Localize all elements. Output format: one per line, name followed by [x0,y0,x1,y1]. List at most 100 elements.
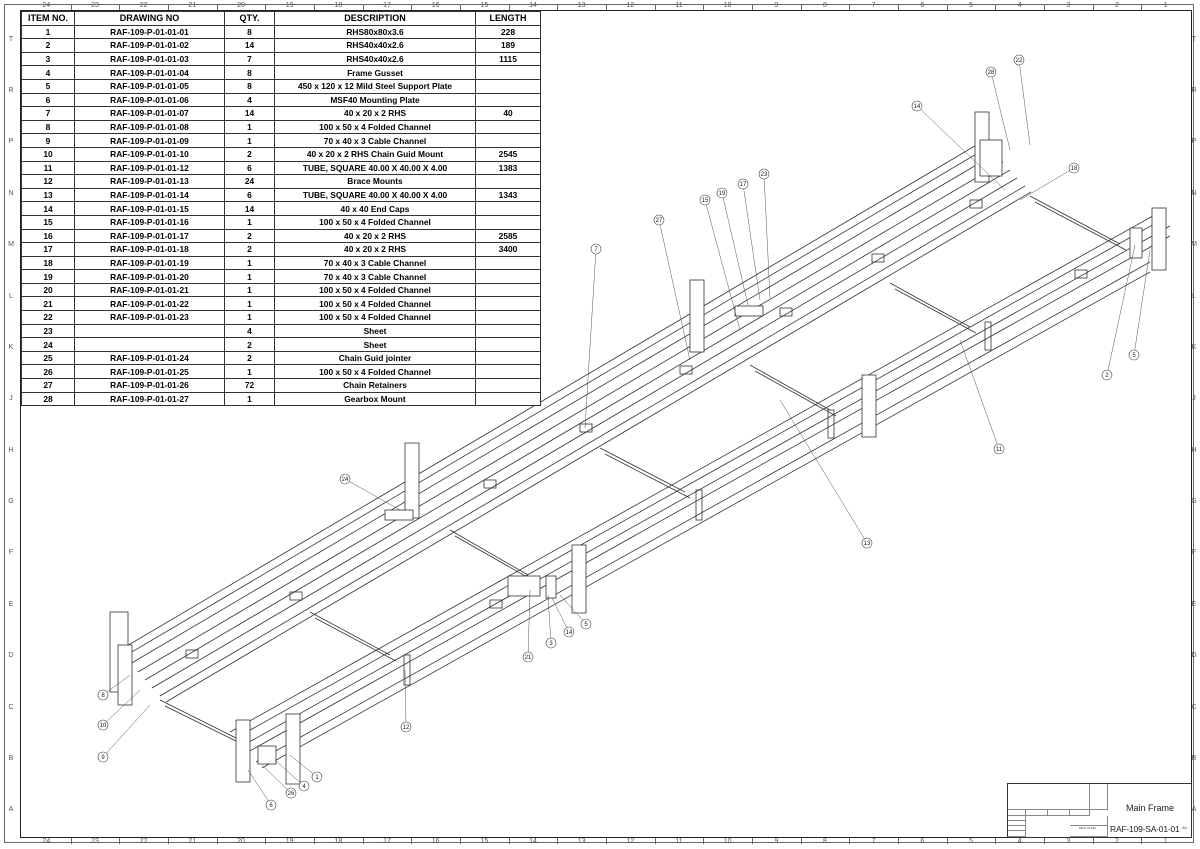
bom-cell-item: 3 [21,51,75,67]
support-plate-back-3 [689,279,705,353]
zone-tick [703,4,705,10]
balloon-circle [716,187,728,199]
zone-column-label: 13 [577,2,586,9]
zone-tick [314,4,315,10]
balloon-circle [590,243,602,255]
zone-row-label: J [9,395,13,403]
balloon-leader [1019,167,1075,201]
support-plate-front-4 [1151,207,1167,271]
bom-cell-description: RHS40x40x2.6 [274,38,476,53]
zone-column-label: 19 [285,838,294,845]
item-balloon: 8 [97,674,131,701]
bom-cell-drawing: RAF-109-P-01-01-12 [74,160,225,176]
back-rail-lower-edge [144,169,1011,681]
bom-cell-qty: 2 [224,337,275,352]
zone-tick [168,838,169,844]
bom-cell-description: Sheet [274,323,476,339]
brace-mount-5 [679,365,693,375]
balloon-label: 9 [101,755,105,761]
bom-cell-qty: 1 [224,310,275,325]
balloon-leader [551,597,570,633]
zone-column-label: 5 [969,2,973,9]
zone-tick [70,838,72,844]
item-balloon: 18 [1019,162,1080,201]
zone-column-label: 24 [42,838,51,845]
zone-column-label: 16 [431,2,440,9]
balloon-circle [97,719,109,731]
zone-tick [606,838,607,844]
balloon-leader [959,339,1000,450]
zone-column-label: 7 [871,838,876,845]
bom-cell-length: 1343 [475,187,541,203]
zone-tick [265,4,267,10]
item-balloon: 9 [97,704,151,763]
brace-mount-8 [969,199,983,209]
zone-column-label: 21 [188,838,197,845]
bom-cell-length: 2585 [475,228,541,244]
balloon-label: 8 [101,693,105,699]
cross-member-7b [1034,201,1127,251]
bom-cell-length [475,391,541,407]
bom-cell-length: 40 [475,106,541,121]
bom-header-qty: QTY. [224,11,275,26]
zone-column-label: 23 [91,838,99,845]
balloon-circle [653,214,665,226]
item-balloons: 2822141819172315277251113245143211281091… [97,54,1151,811]
zone-column-label: 15 [480,2,489,9]
balloon-leader [247,769,272,806]
bom-cell-item: 16 [21,228,75,244]
bom-cell-drawing: RAF-109-P-01-01-02 [74,38,225,53]
zone-row-label: K [8,343,14,351]
bom-cell-length: 1115 [475,51,541,67]
zone-column-label: 7 [871,2,876,9]
back-rail-bottom-edge [159,185,1026,697]
balloon-circle [911,100,923,112]
front-rail-top-edge [229,211,1161,733]
balloon-label: 17 [740,182,747,188]
bom-cell-item: 9 [21,133,75,148]
bom-cell-drawing: RAF-109-P-01-01-24 [74,350,225,366]
balloon-label: 5 [584,622,588,628]
bom-cell-length [475,214,541,230]
bom-cell-description: 40 x 20 x 2 RHS [274,228,476,244]
zone-tick [508,838,510,844]
balloon-circle [298,780,310,792]
bom-cell-description: 40 x 20 x 2 RHS [274,242,476,257]
bom-cell-qty: 1 [224,364,275,380]
balloon-leader [102,704,151,758]
bom-cell-item: 18 [21,255,75,271]
zone-column-label: 5 [969,838,973,845]
zone-tick [1044,838,1045,844]
cross-member-6 [889,282,971,328]
balloon-label: 6 [269,803,273,809]
bom-cell-item: 17 [21,242,75,257]
balloon-label: 24 [342,477,349,483]
zone-column-label: 13 [577,838,586,845]
zone-tick [898,838,899,844]
bom-cell-length [475,310,541,325]
front-post-3 [984,321,992,351]
bom-cell-description: Gearbox Mount [274,391,476,407]
title-block-cell [1026,810,1048,816]
frame-gusset-bracket [545,575,557,599]
zone-tick [119,838,121,844]
zone-tick [362,838,364,844]
zone-tick [168,4,169,10]
chain-guide-jointer-1 [384,509,414,521]
balloon-label: 26 [288,791,295,797]
balloon-label: 12 [403,725,410,731]
item-balloon: 28 [985,66,1011,151]
bom-cell-item: 13 [21,187,75,203]
zone-tick [1044,4,1045,10]
item-balloon: 13 [779,399,873,549]
bom-cell-description: MSF40 Mounting Plate [274,92,476,108]
zone-column-label: 9 [774,838,779,845]
zone-row-label: T [8,35,14,43]
bom-cell-qty: 1 [224,296,275,312]
balloon-circle [285,787,297,799]
bom-cell-drawing: RAF-109-P-01-01-17 [74,228,225,244]
balloon-circle [97,689,109,701]
zone-tick [752,4,753,10]
